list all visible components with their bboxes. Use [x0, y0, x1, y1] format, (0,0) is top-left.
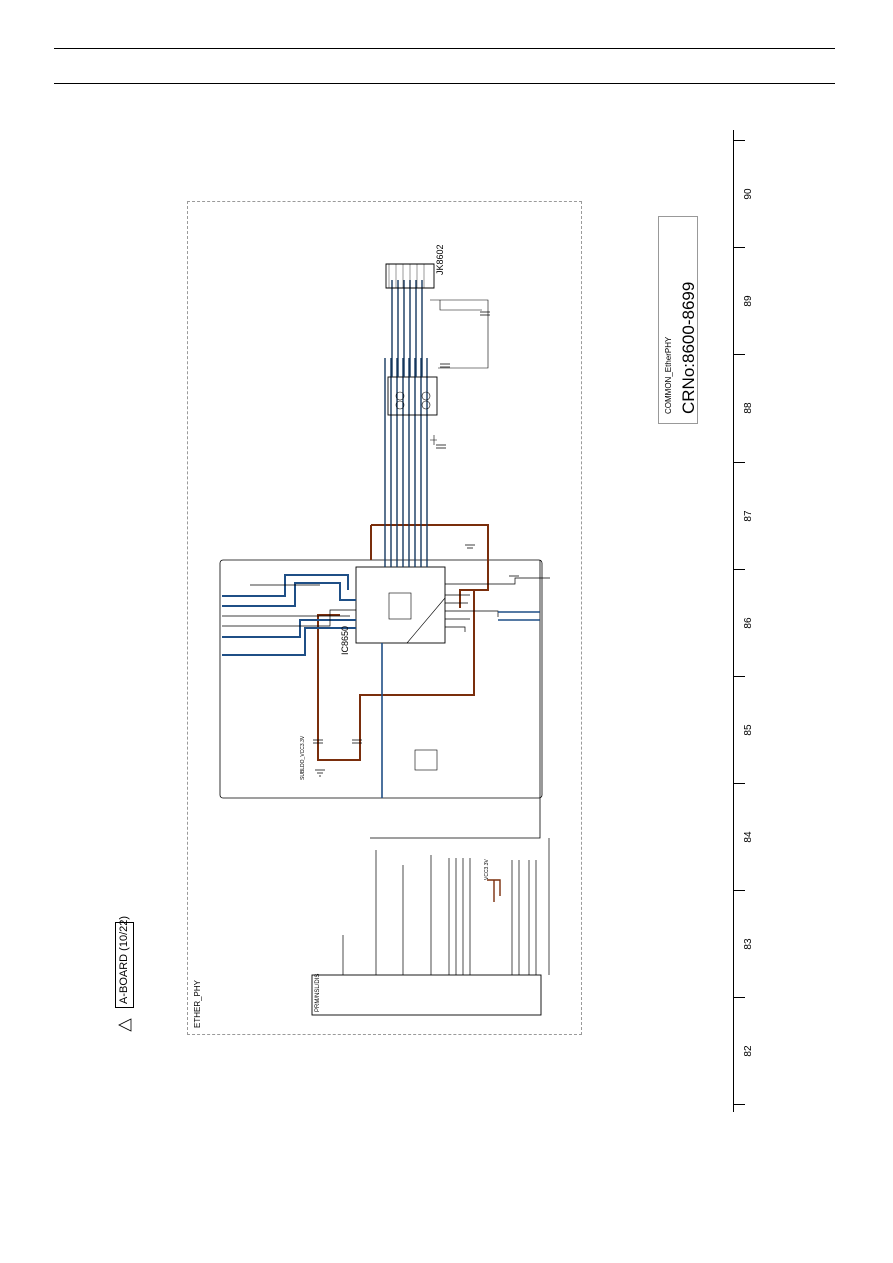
ruler-tick — [733, 462, 745, 463]
warning-triangle-icon — [118, 1018, 132, 1032]
interface-block-label: PRM/NSL/DIS — [315, 973, 321, 1012]
ruler-tick — [733, 354, 745, 355]
page-ruler — [733, 130, 734, 1112]
connector-body — [385, 263, 435, 289]
interface-block — [311, 974, 542, 1016]
header-rule-bottom — [54, 83, 835, 84]
ruler-tick — [733, 140, 745, 141]
ruler-tick — [733, 569, 745, 570]
schematic-sheet — [187, 201, 582, 1035]
bus-trace — [222, 582, 356, 607]
ruler-tick — [733, 1104, 745, 1105]
ic-body — [355, 566, 446, 644]
bus-trace — [222, 574, 349, 597]
ic-diagonal — [406, 597, 446, 644]
connector-label: JK8602 — [435, 244, 445, 275]
ruler-tick — [733, 783, 745, 784]
bus-trace — [222, 627, 356, 656]
bus-trace — [222, 619, 356, 638]
lower-frame-line — [370, 560, 541, 839]
board-label-box — [115, 922, 134, 1008]
title-block — [658, 216, 698, 424]
vcc-net-label: VCC3.3V — [484, 859, 490, 880]
ruler-tick — [733, 247, 745, 248]
ruler-tick — [733, 676, 745, 677]
power-trace — [317, 524, 489, 761]
ic-exposed-pad — [388, 592, 412, 620]
header-rule-top — [54, 48, 835, 49]
supply-net-label: SUBLDO_VCC3.3V — [300, 735, 306, 780]
ruler-tick — [733, 997, 745, 998]
ruler-tick — [733, 890, 745, 891]
ic-label: IC8650 — [340, 625, 350, 655]
magnetics-body — [387, 376, 438, 416]
phy-frame — [219, 559, 543, 799]
